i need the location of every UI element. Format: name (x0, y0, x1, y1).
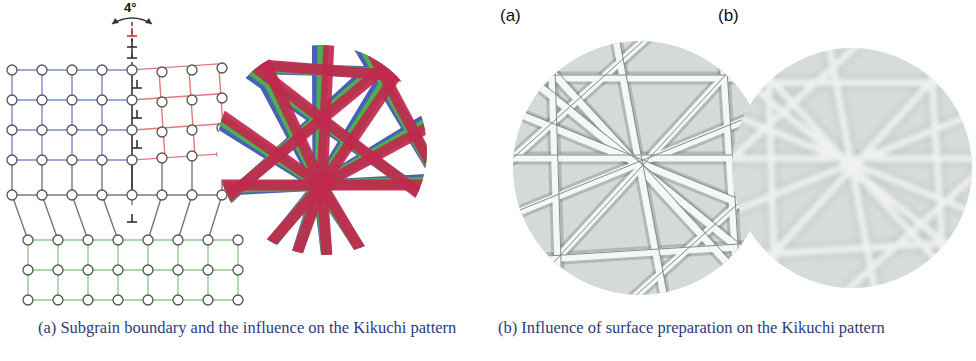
panel-label: (a) (500, 6, 521, 26)
subfigure-caption: (b) Influence of surface preparation on … (498, 318, 976, 337)
angle-label: 4° (124, 0, 136, 15)
subfigure-caption: (a) Subgrain boundary and the influence … (38, 318, 502, 337)
panel-label: (b) (718, 6, 739, 26)
